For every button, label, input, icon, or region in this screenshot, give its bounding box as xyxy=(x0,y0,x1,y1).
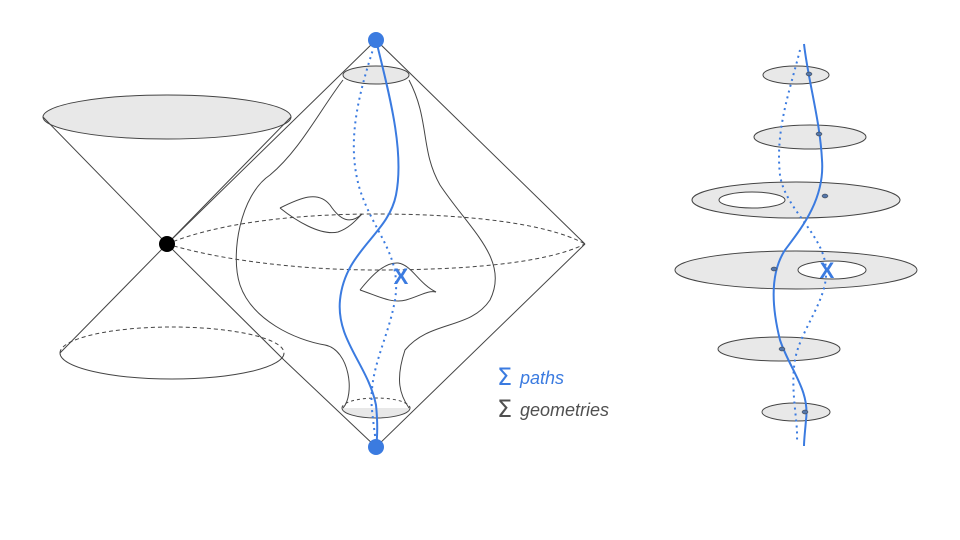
handle-upper-inner xyxy=(279,207,363,234)
cone-edge-upper-left xyxy=(42,116,168,245)
legend-geometries-symbol: Σ xyxy=(497,395,512,423)
causal-diamond: X xyxy=(166,32,586,455)
slice-4 xyxy=(674,250,918,290)
diamond-top-cap xyxy=(342,65,410,85)
handle-upper xyxy=(279,196,363,221)
geometry-outline-left xyxy=(235,79,350,409)
slice-5-marker xyxy=(778,346,786,352)
cone-edge-upper-right xyxy=(166,116,292,245)
diamond-edge-top-left xyxy=(166,39,377,245)
handle-lower xyxy=(359,262,437,293)
path-dotted-diamond xyxy=(352,39,398,448)
cone-edge-lower-left xyxy=(59,243,168,354)
slice-1 xyxy=(762,65,830,85)
legend: Σ paths Σ geometries xyxy=(497,363,609,423)
equator-front-arc xyxy=(166,243,586,271)
slice-2-marker xyxy=(815,131,823,137)
diamond-edge-top-right xyxy=(375,39,586,245)
slice-3 xyxy=(691,181,901,219)
future-cone-cap xyxy=(42,94,292,140)
slice-4-hole xyxy=(797,260,867,280)
diamond-edge-bottom-right xyxy=(375,243,586,448)
slice-3-marker xyxy=(821,193,829,199)
equator-back-arc xyxy=(166,213,586,245)
bottom-endpoint-dot xyxy=(368,439,384,455)
legend-geometries-label: geometries xyxy=(520,400,609,420)
slice-1-marker xyxy=(805,71,813,77)
path-dotted-stack xyxy=(778,49,828,441)
geometry-outline-right xyxy=(398,79,496,409)
cone-edge-lower-right xyxy=(166,243,285,361)
stack-x-mark: X xyxy=(820,258,835,283)
slice-6-marker xyxy=(801,409,809,415)
diamond-edge-bottom-left xyxy=(283,359,377,448)
handle-lower-inner xyxy=(359,289,437,302)
past-cone-front-rim xyxy=(59,352,285,380)
slice-4-marker xyxy=(770,266,778,272)
slice-3-hole xyxy=(718,191,786,209)
slice-2 xyxy=(753,124,867,150)
legend-paths-label: paths xyxy=(519,368,564,388)
legend-paths-symbol: Σ xyxy=(497,363,512,391)
light-cone xyxy=(42,94,292,380)
path-solid-diamond xyxy=(338,39,400,448)
slice-6 xyxy=(761,402,831,422)
slice-stack: X xyxy=(674,43,918,447)
past-cone-back-rim xyxy=(59,326,285,354)
origin-point xyxy=(159,236,175,252)
path-solid-stack xyxy=(772,43,824,447)
diamond-x-mark: X xyxy=(394,264,409,289)
top-endpoint-dot xyxy=(368,32,384,48)
